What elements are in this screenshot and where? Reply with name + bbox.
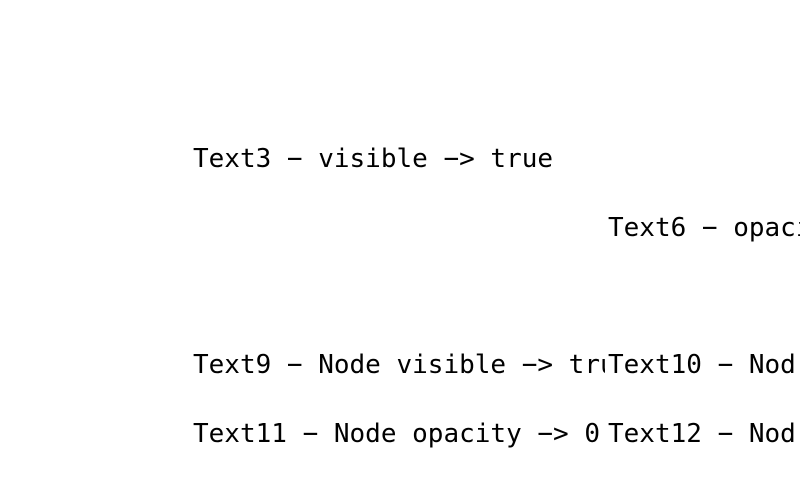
text10-label: Text10 − Nod (608, 352, 796, 380)
text3-label: Text3 − visible −> true (193, 146, 554, 174)
text11-label: Text11 − Node opacity −> 0 (193, 421, 600, 449)
text12-label: Text12 − Nod (608, 421, 796, 449)
text6-label: Text6 − opaci (608, 215, 800, 243)
text9-label: Text9 − Node visible −> tru (193, 352, 605, 380)
